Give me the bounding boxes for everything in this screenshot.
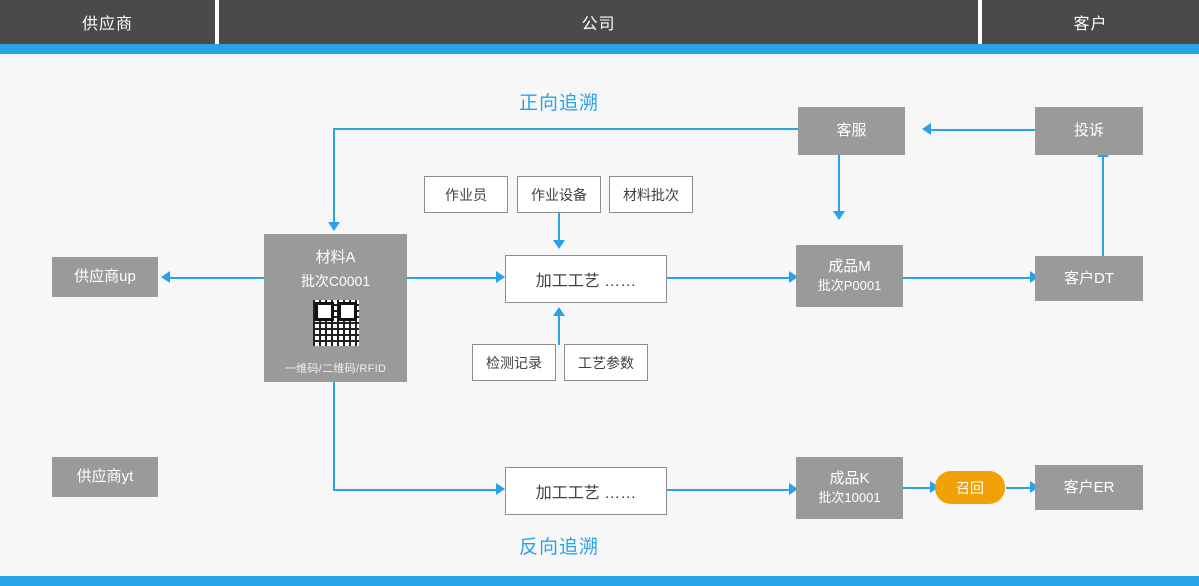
node-material-a[interactable]: 材料A 批次C0001 一维码/二维码/RFID (264, 234, 407, 382)
connector-cs-to-material-v (333, 128, 335, 224)
connector-recall-to-customerer (1006, 487, 1032, 489)
connector-processbottom-to-productk (665, 489, 790, 491)
node-material-batch[interactable]: 材料批次 (609, 176, 693, 213)
accent-bar-top (0, 44, 1199, 54)
reverse-trace-label: 反向追溯 (519, 537, 600, 558)
connector-process-to-productm (665, 277, 790, 279)
node-complaint[interactable]: 投诉 (1035, 107, 1143, 155)
connector-complaint-to-cs (931, 129, 1035, 131)
arrowhead-productk-to-recall (930, 481, 939, 493)
node-supplier-yt[interactable]: 供应商yt (52, 457, 158, 497)
arrowhead-equipment-to-process (553, 240, 565, 249)
connector-productk-to-recall (903, 487, 931, 489)
node-supplier-up[interactable]: 供应商up (52, 257, 158, 297)
node-material-a-name: 材料A (315, 249, 356, 266)
node-equipment[interactable]: 作业设备 (517, 176, 601, 213)
connector-material-to-processbottom-h (333, 489, 497, 491)
node-product-k-batch: 批次10001 (818, 490, 881, 506)
connector-customerdt-to-complaint (1102, 156, 1104, 256)
connector-inspection-to-process (558, 313, 560, 345)
node-product-m-name: 成品M (828, 257, 871, 275)
connector-material-to-processbottom-v (333, 382, 335, 490)
node-supplier-yt-label: 供应商yt (76, 468, 134, 486)
lane-header-company: 公司 (219, 0, 978, 44)
forward-trace-label: 正向追溯 (519, 93, 600, 114)
node-material-a-batch: 批次C0001 (300, 273, 371, 289)
arrowhead-inspection-to-process (553, 307, 565, 316)
node-material-batch-label: 材料批次 (623, 186, 679, 203)
arrowhead-processbottom-to-productk (789, 483, 798, 495)
node-customer-dt-label: 客户DT (1064, 269, 1114, 287)
node-process-params-label: 工艺参数 (578, 354, 634, 371)
arrowhead-material-to-supplierup (161, 271, 170, 283)
node-complaint-label: 投诉 (1073, 122, 1104, 140)
arrowhead-process-to-productm (789, 271, 798, 283)
node-customer-service[interactable]: 客服 (798, 107, 905, 155)
node-product-m[interactable]: 成品M 批次P0001 (796, 245, 903, 307)
node-process-top[interactable]: 加工工艺 …… (505, 255, 667, 303)
node-product-k-name: 成品K (829, 469, 870, 487)
node-process-params[interactable]: 工艺参数 (564, 344, 648, 381)
node-equipment-label: 作业设备 (531, 186, 587, 203)
arrowhead-recall-to-customerer (1030, 481, 1039, 493)
lane-header-company-label: 公司 (581, 16, 616, 33)
node-customer-dt[interactable]: 客户DT (1035, 256, 1143, 301)
lane-separator-2 (978, 0, 982, 44)
arrowhead-material-to-process (496, 271, 505, 283)
connector-cs-to-material-h (333, 128, 800, 130)
node-customer-service-label: 客服 (836, 122, 867, 140)
node-process-bottom[interactable]: 加工工艺 …… (505, 467, 667, 515)
lane-header-supplier-label: 供应商 (81, 16, 133, 33)
node-customer-er-label: 客户ER (1063, 478, 1115, 496)
node-operator[interactable]: 作业员 (424, 176, 508, 213)
node-recall-label: 召回 (956, 479, 984, 496)
node-process-bottom-label: 加工工艺 …… (535, 485, 637, 502)
connector-material-to-supplierup (170, 277, 265, 279)
arrowhead-productm-to-customerdt (1030, 271, 1039, 283)
node-material-a-codetypes: 一维码/二维码/RFID (284, 363, 387, 376)
node-process-top-label: 加工工艺 …… (535, 273, 637, 290)
arrowhead-complaint-to-cs (922, 123, 931, 135)
lane-header-customer-label: 客户 (1073, 16, 1108, 33)
node-supplier-up-label: 供应商up (74, 268, 136, 286)
connector-material-to-process (407, 277, 497, 279)
lane-header-supplier: 供应商 (0, 0, 215, 44)
node-inspection-record-label: 检测记录 (486, 354, 542, 371)
arrowhead-cs-to-material (328, 222, 340, 231)
node-product-k[interactable]: 成品K 批次10001 (796, 457, 903, 519)
arrowhead-cs-to-productm (833, 211, 845, 220)
node-recall-badge[interactable]: 召回 (935, 471, 1005, 504)
node-inspection-record[interactable]: 检测记录 (472, 344, 556, 381)
connector-equipment-to-process (558, 210, 560, 242)
connector-cs-to-productm (838, 155, 840, 213)
accent-bar-bottom (0, 576, 1199, 586)
arrowhead-material-to-processbottom (496, 483, 505, 495)
lane-header-customer: 客户 (982, 0, 1199, 44)
node-product-m-batch: 批次P0001 (817, 278, 882, 294)
node-operator-label: 作业员 (445, 186, 487, 203)
lane-separator-1 (215, 0, 219, 44)
node-customer-er[interactable]: 客户ER (1035, 465, 1143, 510)
connector-productm-to-customerdt (903, 277, 1031, 279)
qr-code-icon (312, 300, 359, 347)
